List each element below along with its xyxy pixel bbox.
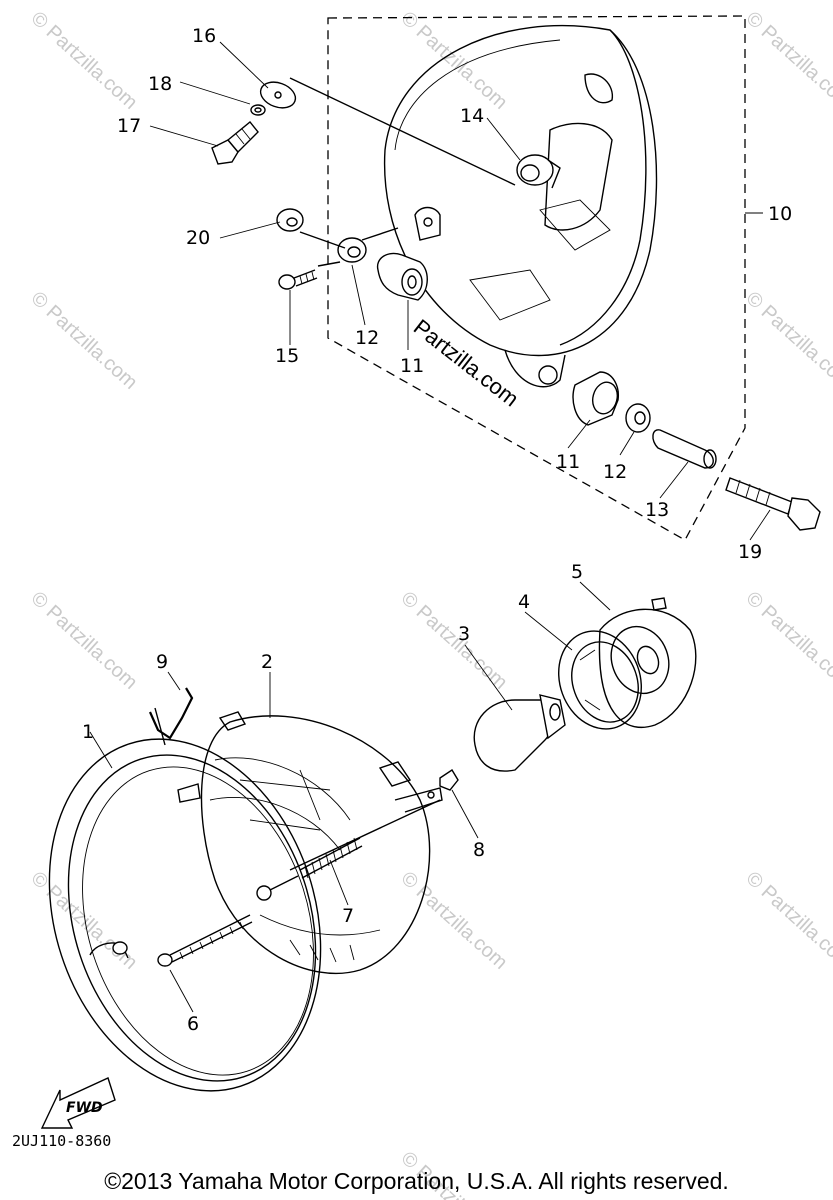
callout-18: 18 bbox=[148, 73, 172, 95]
headlight-rim bbox=[48, 738, 322, 1092]
watermark: © Partzilla.com bbox=[742, 867, 833, 974]
callout-15: 15 bbox=[275, 345, 299, 367]
callout-9: 9 bbox=[156, 651, 168, 673]
callout-11-right: 11 bbox=[556, 451, 580, 473]
copyright-notice: ©2013 Yamaha Motor Corporation, U.S.A. A… bbox=[104, 1168, 729, 1194]
callout-14: 14 bbox=[460, 105, 484, 127]
callout-13: 13 bbox=[645, 499, 669, 521]
callout-3: 3 bbox=[458, 623, 470, 645]
grommet-14 bbox=[516, 154, 561, 189]
callout-20: 20 bbox=[186, 227, 210, 249]
watermark: © Partzilla.com bbox=[742, 287, 833, 394]
watermark: © Partzilla.com bbox=[742, 587, 833, 694]
callout-12-right: 12 bbox=[603, 461, 627, 483]
callout-8: 8 bbox=[473, 839, 485, 861]
bulb-socket-5 bbox=[598, 597, 697, 729]
diagram-code: 2UJ110-8360 bbox=[12, 1132, 112, 1150]
callout-12-left: 12 bbox=[355, 327, 379, 349]
callout-19: 19 bbox=[738, 541, 762, 563]
callout-5: 5 bbox=[571, 561, 583, 583]
leader-lines-bottom bbox=[89, 581, 611, 1013]
callout-7: 7 bbox=[342, 905, 354, 927]
watermark: © Partzilla.com bbox=[27, 867, 142, 974]
spring-7 bbox=[299, 837, 363, 879]
housing-assembly-frame bbox=[327, 15, 746, 541]
callout-10: 10 bbox=[768, 203, 792, 225]
reference-lines-bottom bbox=[269, 799, 441, 891]
watermark-main: Partzilla.com bbox=[409, 314, 524, 411]
watermark: © Partzilla.com bbox=[27, 587, 142, 694]
bulb bbox=[473, 694, 566, 772]
callout-4: 4 bbox=[518, 591, 530, 613]
screw-15 bbox=[278, 269, 318, 290]
callout-labels: 1 2 3 4 5 6 7 8 9 10 11 11 12 12 13 14 1… bbox=[82, 25, 792, 1035]
reference-lines-top bbox=[289, 77, 516, 267]
watermark: © Partzilla.com bbox=[742, 7, 833, 114]
watermark: © Partzilla.com bbox=[397, 587, 512, 694]
spring-clip-9 bbox=[148, 687, 194, 746]
washer-12-left bbox=[337, 237, 367, 263]
callout-17: 17 bbox=[117, 115, 141, 137]
watermark: © Partzilla.com bbox=[397, 7, 512, 114]
fwd-label: FWD bbox=[66, 1100, 103, 1116]
callout-6: 6 bbox=[187, 1013, 199, 1035]
adjusting-nut-8 bbox=[439, 769, 459, 791]
callout-16: 16 bbox=[192, 25, 216, 47]
nut-20 bbox=[276, 208, 304, 232]
callout-11-left: 11 bbox=[400, 355, 424, 377]
adjusting-screw-6 bbox=[157, 914, 253, 967]
watermark: © Partzilla.com bbox=[27, 287, 142, 394]
bolt-17 bbox=[211, 121, 259, 165]
washer-16 bbox=[259, 81, 297, 109]
leader-lines-top bbox=[149, 41, 771, 541]
bulb-holder-4 bbox=[558, 630, 642, 730]
watermarks: © Partzilla.com © Partzilla.com © Partzi… bbox=[27, 7, 833, 1200]
bushing-11-left bbox=[376, 252, 428, 301]
bushing-11-right bbox=[572, 371, 619, 426]
lock-washer-18 bbox=[250, 104, 266, 116]
watermark: © Partzilla.com bbox=[27, 7, 142, 114]
bolt-19 bbox=[725, 477, 821, 531]
headlight-housing bbox=[383, 24, 658, 388]
callout-2: 2 bbox=[261, 651, 273, 673]
callout-1: 1 bbox=[82, 721, 94, 743]
collar-13 bbox=[652, 429, 717, 469]
sealed-beam-unit bbox=[177, 711, 443, 975]
washer-12-right bbox=[625, 403, 651, 433]
fwd-arrow: FWD bbox=[40, 1077, 116, 1129]
